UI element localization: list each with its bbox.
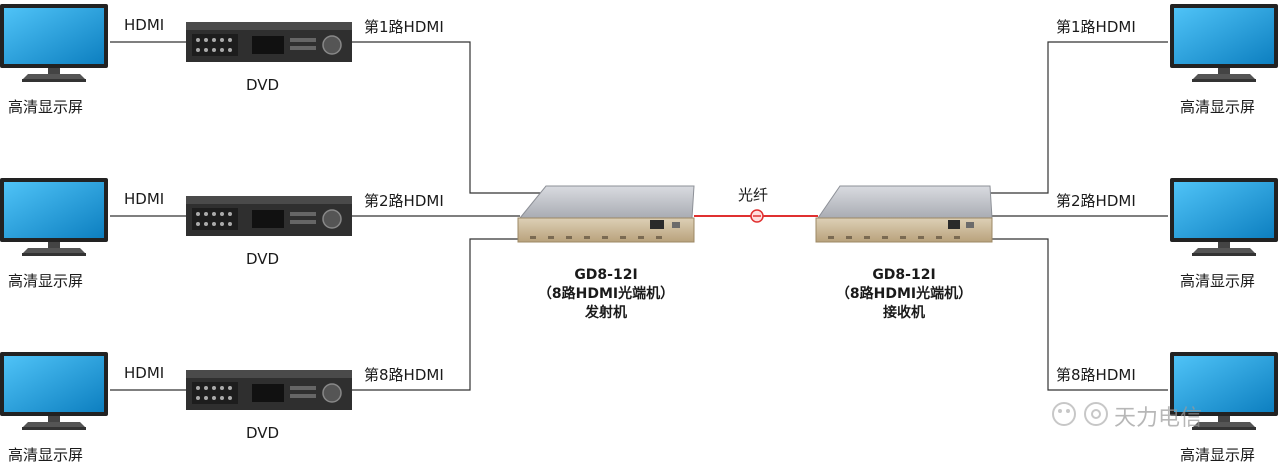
receiver-desc: （8路HDMI光端机） (835, 286, 973, 302)
display-label: 高清显示屏 (8, 272, 84, 290)
channel-label: 第2路HDMI (364, 192, 444, 210)
channel-label: 第8路HDMI (364, 366, 444, 384)
receiver-label: GD8-12I （8路HDMI光端机） 接收机 (814, 266, 994, 323)
display-label: 高清显示屏 (1180, 446, 1256, 464)
receiver-role: 接收机 (883, 305, 925, 321)
left-connection-lines (110, 41, 548, 391)
display-label: 高清显示屏 (1180, 98, 1256, 116)
monitor-icon (1170, 4, 1278, 82)
hdmi-input-label: HDMI (124, 16, 165, 34)
hdmi-input-label: HDMI (124, 364, 165, 382)
transmitter-label: GD8-12I （8路HDMI光端机） 发射机 (516, 266, 696, 323)
channel-label: 第1路HDMI (1056, 18, 1136, 36)
monitor-icon (1170, 178, 1278, 256)
watermark-text: 天力电信 (1114, 406, 1203, 431)
hdmi-input-label: HDMI (124, 190, 165, 208)
monitor-icon (0, 4, 108, 82)
dvd-player-icon (185, 195, 353, 237)
dvd-label: DVD (246, 250, 280, 268)
dvd-player-icon (185, 21, 353, 63)
fiber-link (694, 209, 818, 223)
channel-label: 第1路HDMI (364, 18, 444, 36)
display-label: 高清显示屏 (8, 98, 84, 116)
monitor-icon (0, 178, 108, 256)
right-connection-lines (968, 41, 1168, 391)
watermark-logo (1052, 402, 1108, 426)
receiver-model: GD8-12I (872, 267, 936, 283)
transmitter-device-icon (517, 185, 695, 243)
display-label: 高清显示屏 (1180, 272, 1256, 290)
dvd-player-icon (185, 369, 353, 411)
transmitter-role: 发射机 (585, 305, 627, 321)
display-label: 高清显示屏 (8, 446, 84, 464)
fiber-label: 光纤 (738, 186, 769, 204)
dvd-label: DVD (246, 76, 280, 94)
channel-label: 第8路HDMI (1056, 366, 1136, 384)
transmitter-model: GD8-12I (574, 267, 638, 283)
receiver-device-icon (815, 185, 993, 243)
dvd-label: DVD (246, 424, 280, 442)
transmitter-desc: （8路HDMI光端机） (537, 286, 675, 302)
monitor-icon (0, 352, 108, 430)
channel-label: 第2路HDMI (1056, 192, 1136, 210)
